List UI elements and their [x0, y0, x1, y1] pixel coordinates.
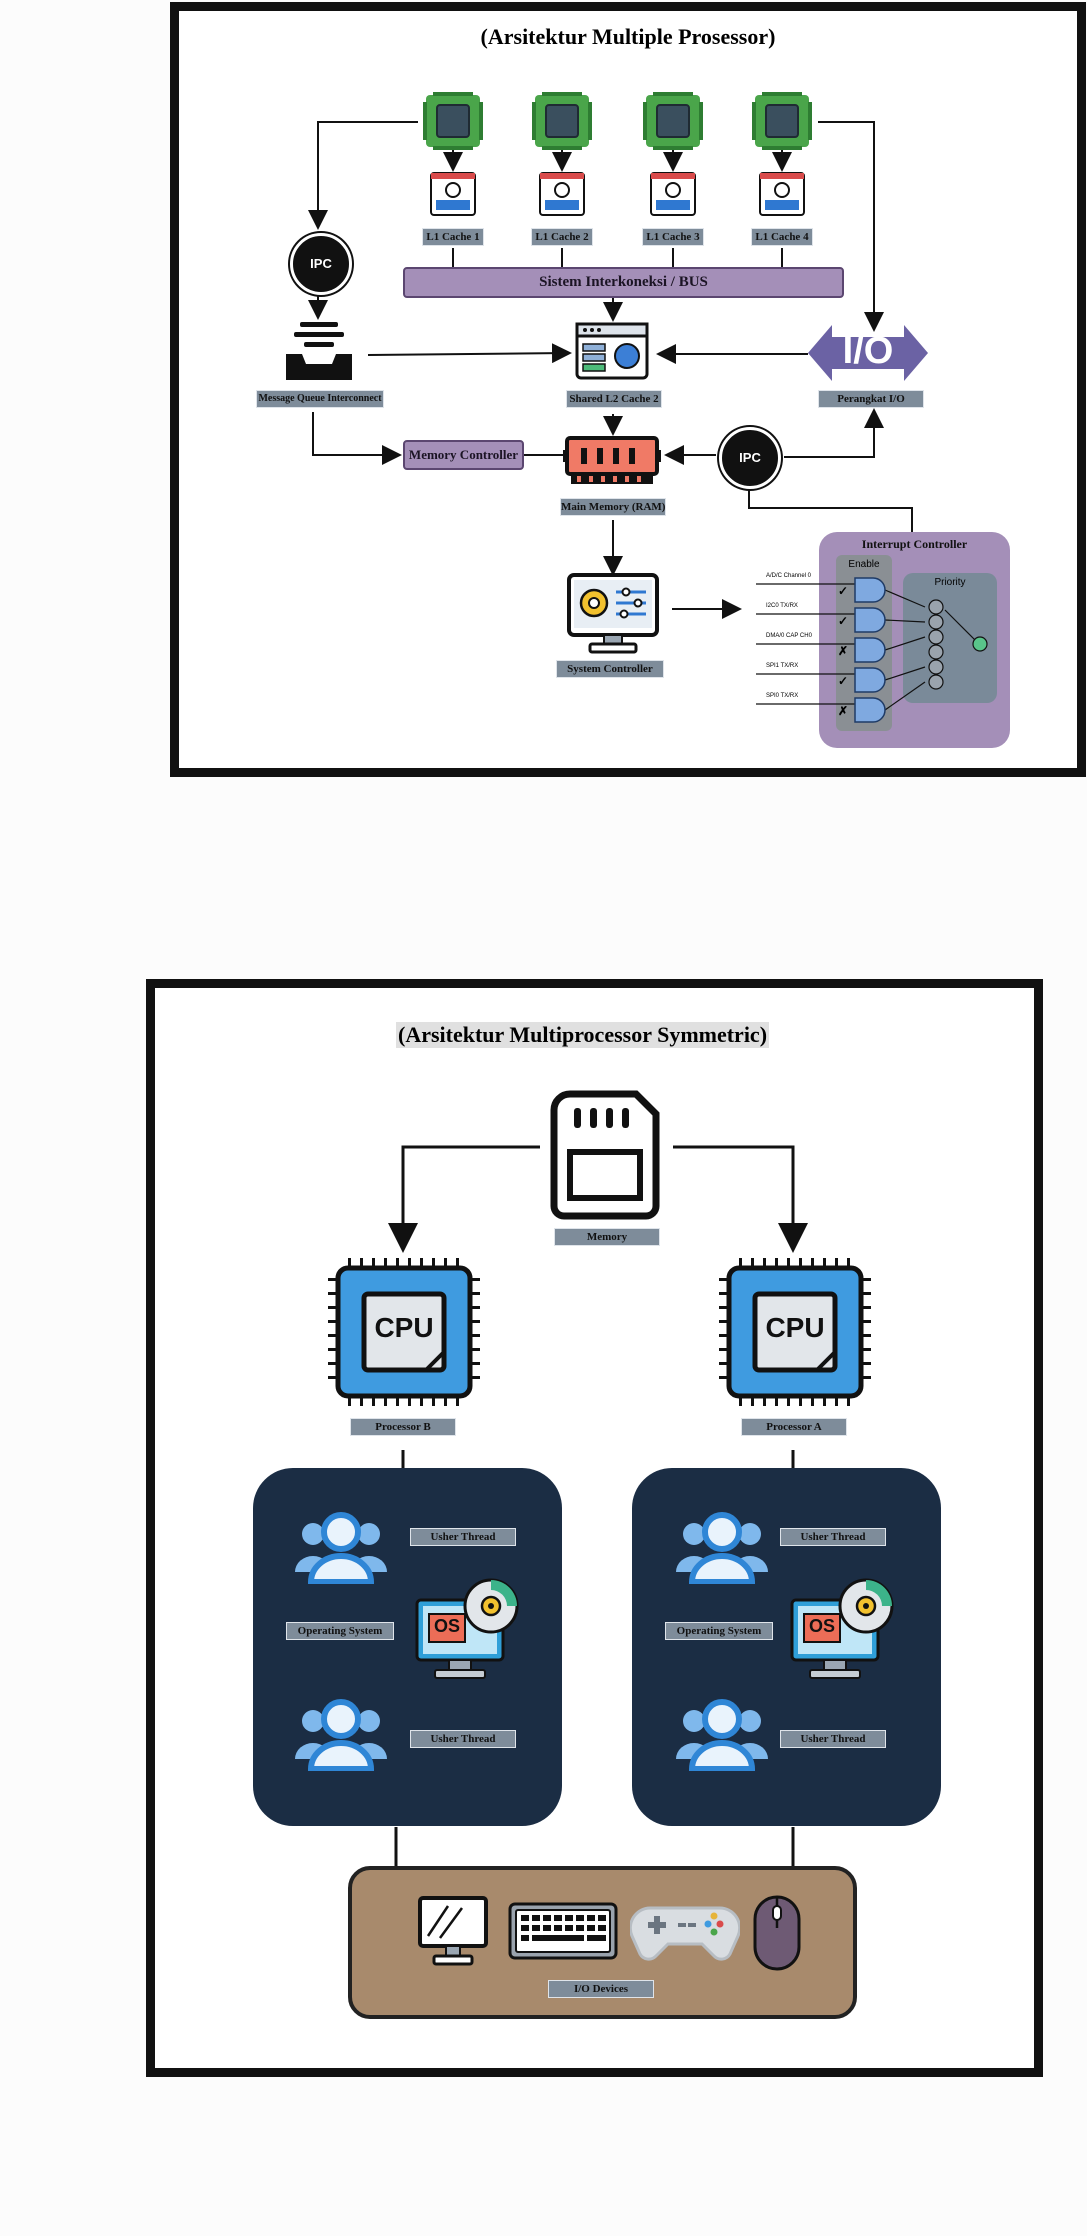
enable-label: Enable — [848, 559, 880, 570]
channel-1-mark: ✓ — [838, 614, 849, 628]
message-queue-label: Message Queue Interconnect — [256, 390, 384, 408]
cpu-1-icon — [423, 92, 483, 150]
user-thread-b-1-icon — [295, 1512, 387, 1584]
shared-l2-cache-label: Shared L2 Cache 2 — [566, 390, 662, 408]
channel-3-label: SPI1 TX/RX — [766, 663, 799, 669]
os-b-icon — [415, 1578, 519, 1679]
memory-label: Memory — [554, 1228, 660, 1246]
main-memory-label: Main Memory (RAM) — [560, 498, 666, 516]
io-devices-label: I/O Devices — [548, 1980, 654, 1998]
user-thread-b-2-icon — [295, 1699, 387, 1771]
user-thread-a-1-icon — [676, 1512, 768, 1584]
processor-a-label: Processor A — [741, 1418, 847, 1436]
channel-4-mark: ✗ — [838, 704, 849, 718]
processor-b-label: Processor B — [350, 1418, 456, 1436]
user-thread-a-2-icon — [676, 1699, 768, 1771]
ipc-node-2: IPC — [719, 427, 781, 489]
channel-1-label: I2C0 TX/RX — [766, 603, 798, 609]
l1-cache-4-label: L1 Cache 4 — [751, 228, 813, 246]
l1-cache-3-label: L1 Cache 3 — [642, 228, 704, 246]
cpu-b-icon — [328, 1258, 480, 1406]
cpu-a-text: CPU — [765, 1312, 825, 1343]
cache-2-icon — [539, 172, 585, 216]
ram-icon — [563, 436, 661, 484]
diagram1-title: (Arsitektur Multiple Prosessor) — [480, 24, 776, 49]
l1-cache-1-label: L1 Cache 1 — [422, 228, 484, 246]
user-thread-a-2-label: Usher Thread — [780, 1730, 886, 1748]
operating-system-b-label: Operating System — [286, 1622, 394, 1640]
priority-label: Priority — [934, 577, 966, 588]
processor-a-panel — [632, 1468, 941, 1826]
cpu-2-icon — [532, 92, 592, 150]
os-a-text: OS — [808, 1616, 835, 1636]
system-bus: Sistem Interkoneksi / BUS — [403, 267, 844, 298]
cpu-a-icon — [719, 1258, 871, 1406]
user-thread-a-1-label: Usher Thread — [780, 1528, 886, 1546]
system-controller-label: System Controller — [556, 660, 664, 678]
channel-4-label: SPI0 TX/RX — [766, 693, 799, 699]
cpu-3-icon — [643, 92, 703, 150]
l1-cache-2-label: L1 Cache 2 — [531, 228, 593, 246]
cpu-b-text: CPU — [374, 1312, 434, 1343]
system-controller-icon — [567, 573, 659, 654]
operating-system-a-label: Operating System — [665, 1622, 773, 1640]
interrupt-logic-graphic — [756, 577, 988, 723]
diagram2-title: (Arsitektur Multiprocessor Symmetric) — [396, 1022, 770, 1048]
shared-l2-cache-icon — [575, 322, 649, 380]
user-thread-b-2-label: Usher Thread — [410, 1730, 516, 1748]
os-a-icon — [790, 1578, 894, 1679]
ipc-node-1: IPC — [290, 233, 352, 295]
mouse-icon — [753, 1895, 801, 1971]
io-icon — [808, 325, 928, 381]
interrupt-controller-title: Interrupt Controller — [861, 537, 968, 551]
cache-4-icon — [759, 172, 805, 216]
channel-0-label: A/D/C Channel 0 — [766, 573, 812, 579]
channel-0-mark: ✓ — [838, 584, 849, 598]
message-queue-icon — [286, 322, 352, 380]
os-b-text: OS — [433, 1616, 460, 1636]
cpu-4-icon — [752, 92, 812, 150]
cache-3-icon — [650, 172, 696, 216]
memory-icon — [550, 1090, 660, 1220]
monitor-icon — [418, 1896, 488, 1966]
keyboard-icon — [508, 1902, 618, 1960]
cache-1-icon — [430, 172, 476, 216]
io-icon-text: I/O — [842, 330, 894, 372]
channel-2-label: DMA/0 CAP CH0 — [766, 633, 812, 639]
memory-controller: Memory Controller — [403, 440, 524, 470]
gamepad-icon — [630, 1906, 740, 1961]
diagram1-connectors — [308, 121, 913, 619]
channel-2-mark: ✗ — [838, 644, 849, 658]
user-thread-b-1-label: Usher Thread — [410, 1528, 516, 1546]
channel-3-mark: ✓ — [838, 674, 849, 688]
io-device-label: Perangkat I/O — [818, 390, 924, 408]
